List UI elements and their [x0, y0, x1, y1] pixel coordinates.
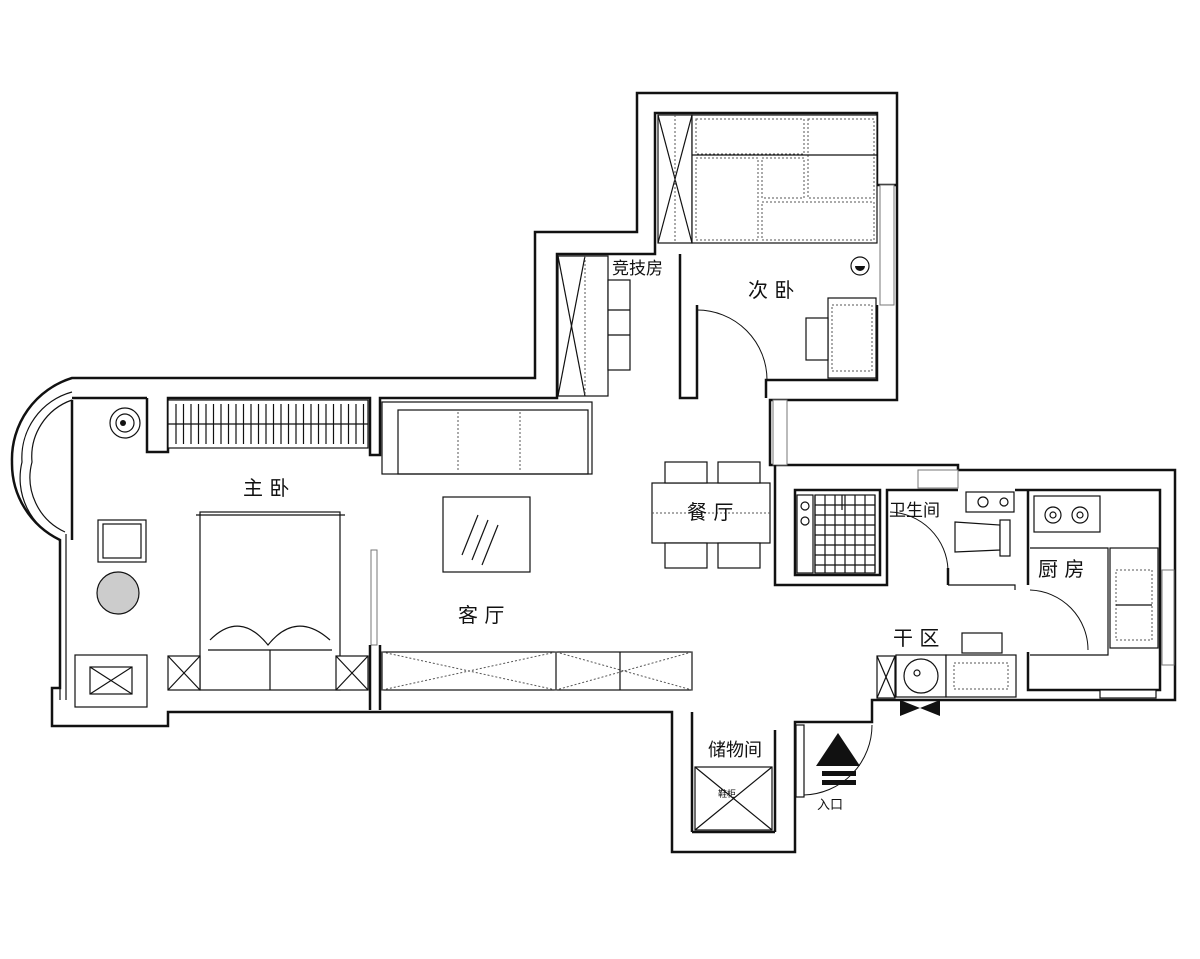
bathroom: 卫生间	[773, 465, 1016, 590]
floor-lamp-icon	[850, 256, 870, 276]
room-label-second-bedroom: 次 卧	[748, 278, 794, 302]
dining-chair	[664, 542, 708, 569]
master-bedroom: 主 卧	[19, 391, 382, 710]
room-label-bathroom: 卫生间	[889, 501, 940, 521]
gaming-room: 竞技房	[557, 255, 663, 397]
dining-chair	[717, 542, 761, 569]
laundry-counter	[945, 654, 1017, 698]
stove	[1033, 495, 1101, 533]
room-label-master-bedroom: 主 卧	[243, 476, 289, 500]
round-table-icon	[109, 407, 141, 439]
tv-cabinet	[381, 651, 693, 691]
entrance: 入口	[816, 733, 860, 813]
coffee-table	[442, 496, 531, 573]
room-label-kitchen: 厨 房	[1038, 557, 1084, 581]
desk-chair	[805, 317, 829, 361]
hangers	[175, 404, 365, 444]
kitchen-counter	[1109, 547, 1159, 649]
entrance-label: 入口	[817, 798, 843, 813]
storage-room: 鞋柜 储物间	[690, 712, 873, 834]
room-label-storage-room: 储物间	[708, 740, 762, 761]
gaming-shelf	[557, 255, 609, 397]
sofa	[381, 401, 593, 475]
room-label-dining-room: 餐 厅	[687, 500, 733, 524]
armchair	[97, 519, 147, 563]
desk	[827, 297, 877, 379]
entrance-arrow-icon	[816, 733, 860, 766]
round-ottoman	[96, 571, 140, 615]
room-label-dry-area: 干 区	[893, 626, 939, 650]
second-bedroom: 次 卧	[657, 114, 895, 381]
dining-chair	[717, 461, 761, 484]
shoe-cabinet-label: 鞋柜	[718, 788, 736, 800]
tatami-bed	[691, 114, 878, 244]
living-room: 客 厅	[381, 401, 693, 691]
room-label-living-room: 客 厅	[458, 603, 504, 627]
washbasin	[965, 491, 1015, 513]
dining-chair	[664, 461, 708, 484]
room-label-gaming-room: 竞技房	[612, 259, 663, 279]
exterior-walls	[10, 91, 1177, 854]
kitchen: 厨 房	[1015, 488, 1175, 699]
toilet	[954, 521, 1001, 553]
dining-room: 餐 厅	[651, 399, 788, 569]
dry-area: 干 区	[876, 626, 1017, 716]
